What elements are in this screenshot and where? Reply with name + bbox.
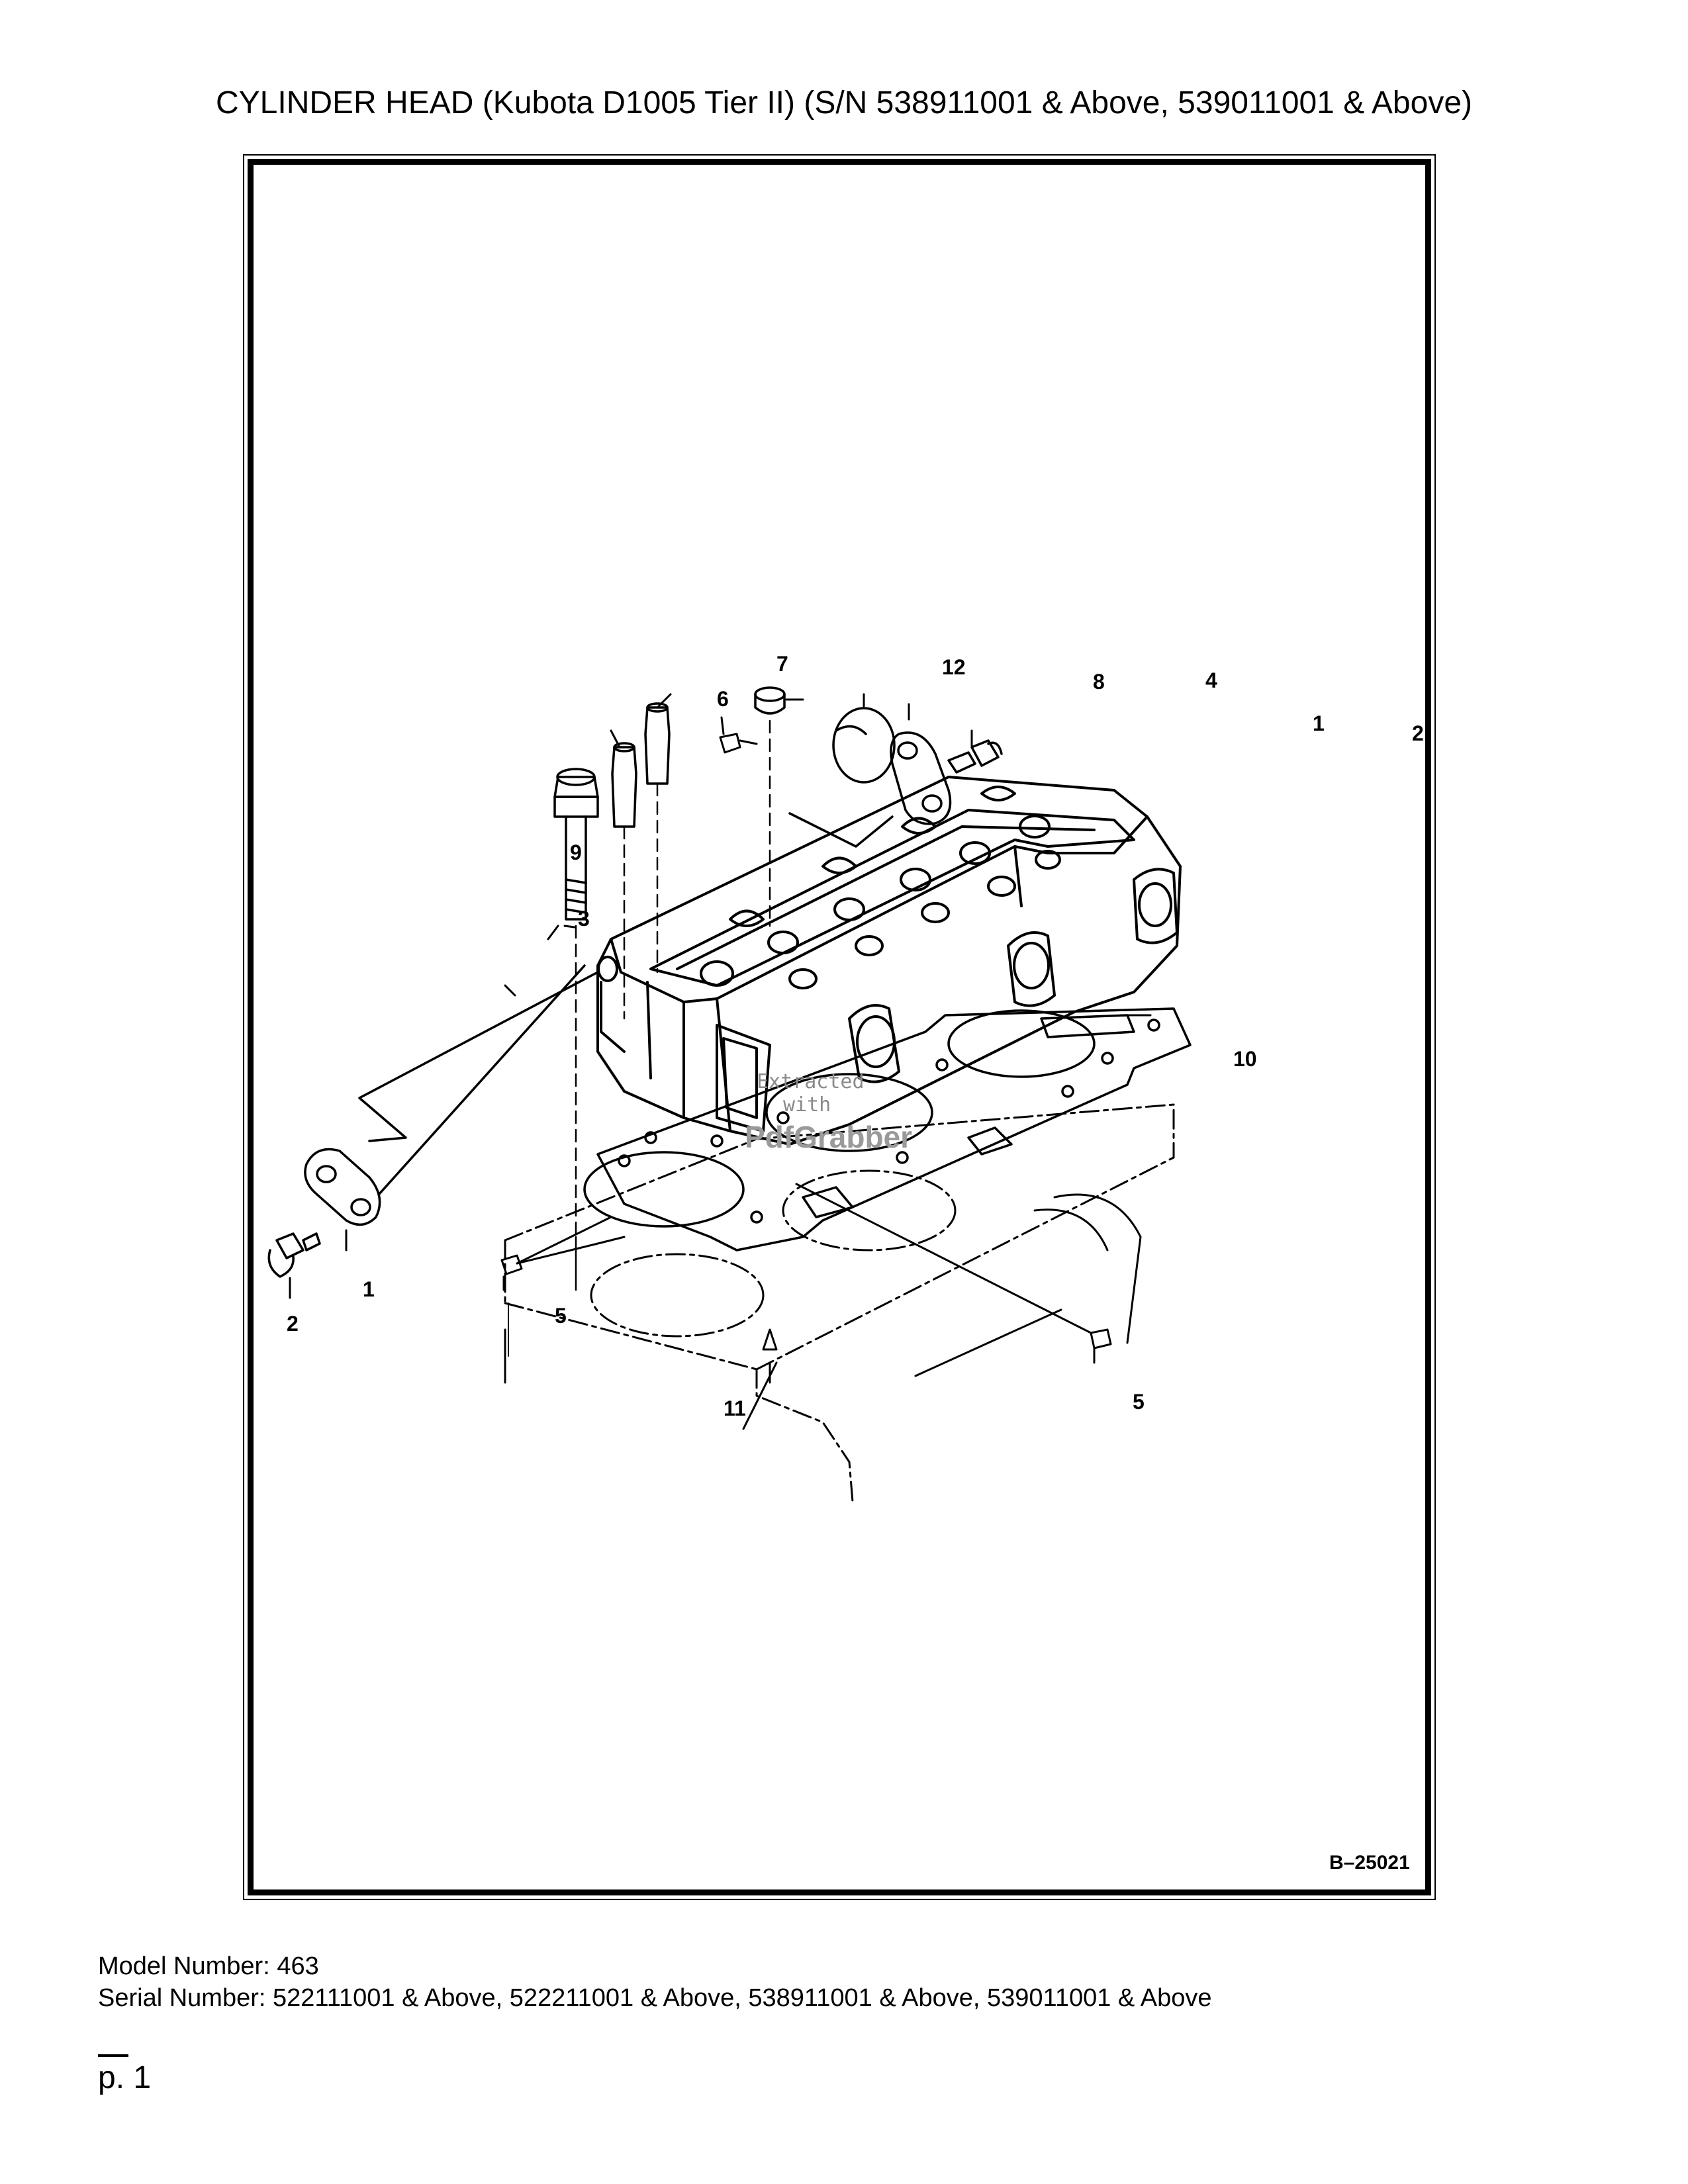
valve-stem-seal bbox=[754, 686, 786, 927]
bolt-right bbox=[947, 739, 1003, 774]
serial-number: Serial Number: 522111001 & Above, 522211… bbox=[98, 1984, 1212, 2012]
figure-code: B–25021 bbox=[1329, 1852, 1410, 1874]
head-gasket bbox=[583, 1007, 1192, 1251]
callout-12: 12 bbox=[942, 655, 966, 679]
dowel-screw-left bbox=[500, 1216, 626, 1275]
callout-5-left: 5 bbox=[555, 1304, 567, 1328]
lifting-hook-left bbox=[304, 964, 599, 1226]
watermark-line2: with bbox=[783, 1093, 831, 1116]
page-number: p. 1 bbox=[98, 2060, 152, 2095]
engine-block-outline bbox=[504, 1103, 1175, 1503]
callout-10: 10 bbox=[1233, 1047, 1257, 1071]
callout-5-right: 5 bbox=[1133, 1390, 1145, 1414]
valve-guides bbox=[611, 702, 671, 1020]
callout-11: 11 bbox=[724, 1396, 746, 1420]
callout-3: 3 bbox=[578, 907, 590, 931]
callout-4: 4 bbox=[1205, 668, 1217, 692]
dowel-screw-right bbox=[795, 1183, 1112, 1349]
callout-1-right: 1 bbox=[1313, 711, 1325, 735]
page-number-rule bbox=[98, 2054, 128, 2057]
page-title: CYLINDER HEAD (Kubota D1005 Tier II) (S/… bbox=[216, 85, 1472, 120]
cylinder-head bbox=[596, 776, 1182, 1146]
crankcase-outline bbox=[504, 1193, 1142, 1384]
plug-screw-top bbox=[719, 733, 758, 754]
head-bolt bbox=[553, 768, 599, 1291]
exploded-parts-diagram: Extracted with PdfGrabber 9 6 7 12 8 4 1… bbox=[267, 652, 1424, 1874]
callout-7: 7 bbox=[776, 652, 788, 676]
callout-9: 9 bbox=[570, 841, 582, 864]
watermark-brand: PdfGrabber bbox=[745, 1120, 912, 1154]
leader-lines bbox=[289, 693, 1152, 1430]
callout-8: 8 bbox=[1093, 670, 1105, 694]
diagram-frame: Extracted with PdfGrabber 9 6 7 12 8 4 1… bbox=[243, 154, 1436, 1900]
bolt-left bbox=[267, 1232, 321, 1278]
dowel-pin bbox=[762, 1328, 778, 1384]
lifting-hook-right bbox=[788, 731, 952, 848]
callout-1-left: 1 bbox=[363, 1277, 375, 1301]
callout-6: 6 bbox=[717, 687, 729, 711]
callout-2-right: 2 bbox=[1412, 721, 1424, 745]
model-number: Model Number: 463 bbox=[98, 1952, 319, 1980]
watermark-line1: Extracted bbox=[757, 1070, 865, 1093]
callout-2-left: 2 bbox=[287, 1312, 299, 1336]
expansion-plug bbox=[832, 707, 896, 784]
